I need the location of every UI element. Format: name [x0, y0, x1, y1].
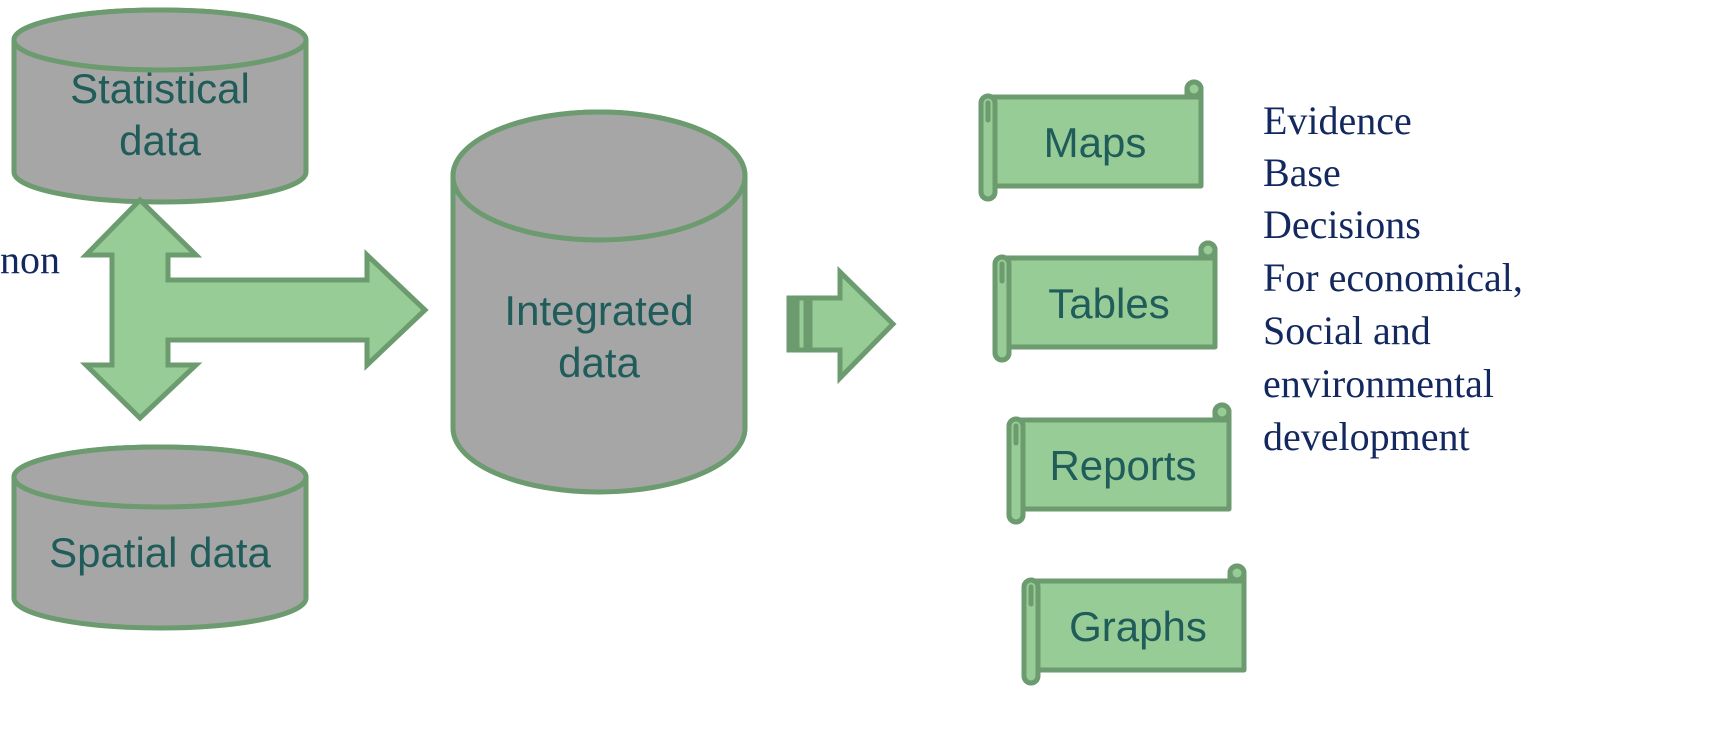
statistical-data-cylinder: Statistical data	[11, 7, 309, 205]
output-arrow	[786, 266, 897, 385]
integrated-data-label-line2: data	[558, 339, 640, 386]
graphs-label: Graphs	[1069, 603, 1207, 650]
evidence-line-4: For economical,	[1263, 255, 1523, 300]
evidence-line-3: Decisions	[1263, 202, 1421, 247]
spatial-data-label: Spatial data	[49, 529, 271, 576]
tables-label: Tables	[1048, 280, 1169, 327]
integrated-data-cylinder: Integrated data	[450, 109, 748, 495]
maps-scroll: Maps	[978, 79, 1204, 202]
statistical-data-label-line1: Statistical	[70, 65, 250, 112]
evidence-line-1: Evidence	[1263, 98, 1412, 143]
combine-arrow	[79, 196, 429, 422]
reports-scroll: Reports	[1006, 402, 1232, 525]
statistical-data-label-line2: data	[119, 117, 201, 164]
graphs-scroll: Graphs	[1021, 563, 1247, 686]
reports-label: Reports	[1049, 442, 1196, 489]
evidence-line-5: Social and	[1263, 308, 1431, 353]
evidence-line-6: environmental	[1263, 361, 1494, 406]
left-fragment-text: non	[0, 237, 60, 282]
evidence-line-7: development	[1263, 414, 1470, 459]
evidence-text-block: Evidence Base Decisions For economical, …	[1263, 98, 1523, 459]
integrated-data-label-line1: Integrated	[504, 287, 693, 334]
maps-label: Maps	[1044, 119, 1147, 166]
spatial-data-cylinder: Spatial data	[11, 444, 309, 631]
tables-scroll: Tables	[992, 240, 1218, 363]
evidence-line-2: Base	[1263, 150, 1341, 195]
